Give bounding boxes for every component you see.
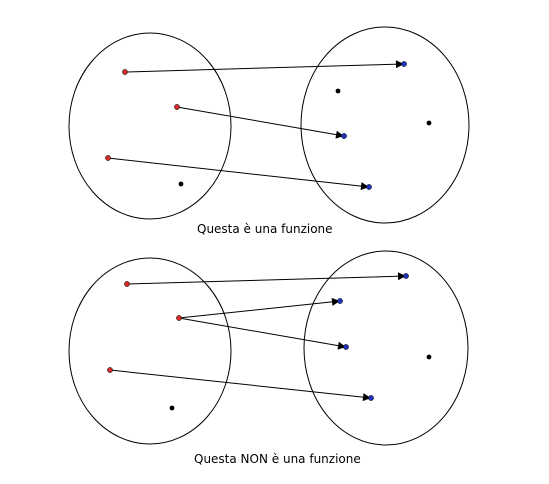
mapping-arrow [107, 157, 370, 191]
unmapped-domain-point [169, 405, 175, 411]
mapping-arrow [178, 317, 347, 350]
domain-set [68, 32, 232, 220]
domain-point [176, 315, 182, 321]
unmapped-codomain-point [335, 88, 341, 94]
unmapped-codomain-point [426, 120, 432, 126]
mapping-arrow [176, 106, 345, 139]
codomain-point [401, 61, 407, 67]
domain-point [122, 69, 128, 75]
codomain-point [343, 344, 349, 350]
mapping-arrow [178, 297, 341, 319]
domain-point [105, 155, 111, 161]
codomain-point [403, 273, 409, 279]
codomain-set [300, 26, 470, 224]
unmapped-codomain-point [426, 354, 432, 360]
caption-not-function: Questa NON è una funzione [194, 452, 361, 466]
domain-set [68, 257, 232, 445]
codomain-point [341, 133, 347, 139]
caption-function: Questa è una funzione [197, 222, 333, 236]
diagram-not-function [68, 250, 469, 446]
codomain-point [337, 298, 343, 304]
codomain-set [303, 250, 469, 446]
codomain-point [368, 395, 374, 401]
mapping-arrow [124, 60, 405, 73]
unmapped-domain-point [178, 181, 184, 187]
codomain-point [366, 184, 372, 190]
domain-point [174, 104, 180, 110]
mapping-arrow [126, 272, 407, 285]
domain-point [124, 281, 130, 287]
mapping-arrow [109, 369, 372, 402]
diagram-function [68, 26, 470, 224]
domain-point [107, 367, 113, 373]
